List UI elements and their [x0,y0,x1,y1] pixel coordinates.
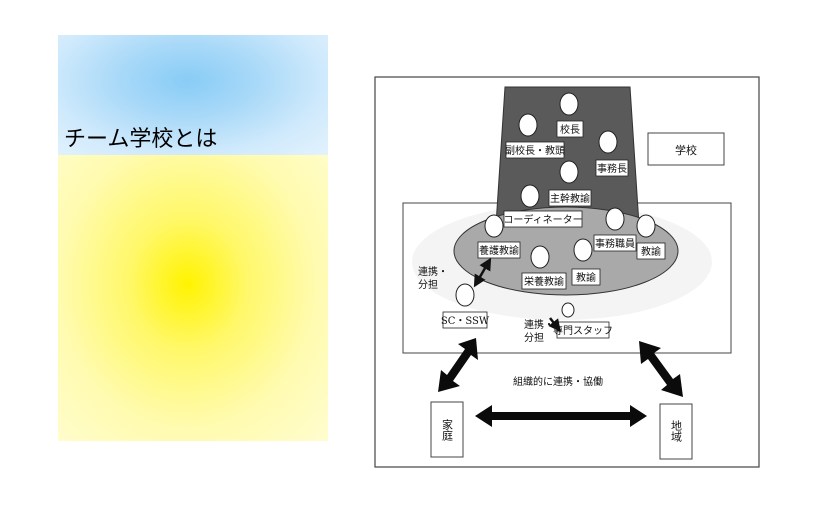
label-nurse-teacher: 養護教諭 [479,244,519,257]
staff-ellipse [453,206,679,296]
label-nutrition-teacher: 栄養教諭 [524,275,564,288]
head-specialist-staff [561,302,575,318]
label-sc-ssw: SC・SSW [441,316,490,327]
head-vice-principal [518,113,538,137]
collaboration-label: 組織的に連携・協働 [513,375,603,388]
head-teacher-right [636,214,656,238]
head-nurse-teacher [484,214,504,238]
head-coordinator [520,184,540,208]
slide-title: チーム学校とは [64,127,218,152]
link-label-right-2: 分担 [524,332,544,344]
title-panel-yellow-area [58,155,328,441]
head-teacher-center [573,238,593,262]
title-panel-blue-area [58,35,328,155]
big-arrows [438,338,683,427]
community-label: 地域 [670,420,683,442]
label-principal: 校長 [560,123,580,136]
head-office-staff [605,207,625,231]
label-office-manager: 事務長 [597,162,627,175]
label-coordinator: コーディネーター [503,213,582,226]
label-teacher-center: 教諭 [576,271,596,284]
link-arrow-left [473,257,492,288]
link-label-left-2: 分担 [418,279,438,291]
head-office-manager [598,130,618,154]
link-label-right-1: 連携・ [524,318,554,331]
label-specialist-staff: 専門スタッフ [553,325,613,337]
label-office-staff: 事務職員 [595,237,635,250]
head-principal [559,92,579,116]
home-label: 家庭 [441,418,454,441]
link-arrow-right [548,317,561,332]
label-chief-teacher: 主幹教諭 [550,192,590,205]
home-box [430,401,464,458]
title-panel: チーム学校とは [58,35,328,441]
community-box [659,403,693,460]
head-chief-teacher [559,160,579,184]
label-vice-principal: 副校長・教頭 [505,144,565,157]
school-box [647,132,725,166]
school-label: 学校 [675,143,697,157]
label-teacher-right: 教諭 [641,245,661,258]
head-sc-ssw [455,283,475,307]
link-label-left-1: 連携・ [418,265,448,278]
head-nutrition-teacher [530,245,550,269]
